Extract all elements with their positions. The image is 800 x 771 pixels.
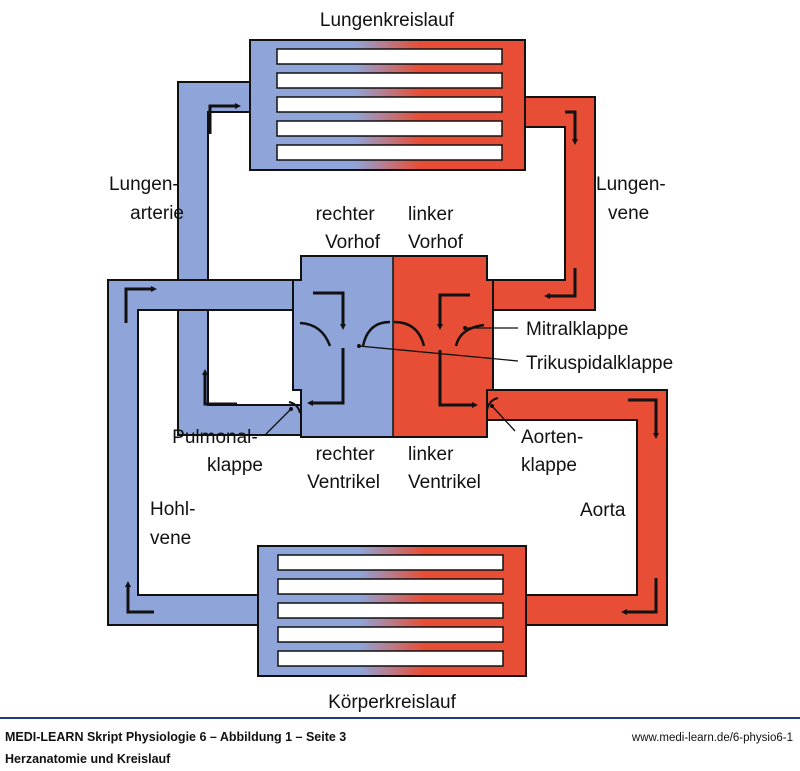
label-left-ventricle: linker Ventrikel	[408, 444, 481, 493]
leader-lines	[265, 327, 519, 435]
label-pulmonary-artery: Lungen- arterie	[109, 174, 184, 224]
right-heart-chamber	[293, 256, 393, 437]
flow-arrow-pulmonary-vein-bottom	[544, 268, 577, 299]
tricuspid-valve-leaflet-left	[299, 321, 332, 347]
vena-cava-vessel	[107, 279, 300, 626]
flow-arrow-pulmonary-artery-bottom	[202, 369, 237, 406]
tricuspid-valve-leader	[358, 345, 519, 362]
label-pulmonary-circulation: Lungenkreislauf	[320, 10, 455, 31]
aortic-valve	[486, 397, 499, 411]
flow-arrow-pulmonary-artery-top	[208, 103, 241, 134]
flow-arrow-right-atrium	[313, 291, 346, 330]
pulmonary-valve-pointer	[289, 407, 293, 411]
label-right-atrium: rechter Vorhof	[316, 204, 381, 253]
flow-arrows	[124, 103, 659, 615]
label-aortic-valve: Aorten- klappe	[521, 427, 589, 476]
pulmonary-vein-vessel	[488, 96, 596, 311]
label-left-atrium: linker Vorhof	[408, 204, 464, 253]
flow-arrow-left-ventricle	[438, 350, 478, 408]
footer-url: www.medi-learn.de/6-physio6-1	[631, 732, 793, 744]
label-systemic-circulation: Körperkreislauf	[328, 692, 456, 713]
left-heart-chamber	[393, 256, 493, 437]
aortic-valve-leader	[491, 405, 516, 432]
mitral-valve-leaflet-right	[454, 323, 485, 347]
footer-title: MEDI-LEARN Skript Physiologie 6 – Abbild…	[5, 730, 346, 744]
flow-arrow-aorta-bottom	[621, 578, 658, 615]
label-vena-cava: Hohl- vene	[150, 499, 201, 549]
tricuspid-valve-pointer	[357, 344, 361, 348]
footer-subtitle: Herzanatomie und Kreislauf	[5, 752, 171, 766]
label-right-ventricle: rechter Ventrikel	[307, 444, 380, 493]
mitral-valve-pointer	[463, 326, 467, 330]
tricuspid-valve-leaflet-right	[361, 320, 391, 347]
label-tricuspid-valve: Trikuspidalklappe	[526, 353, 673, 374]
pulmonary-capillary-bed	[249, 39, 526, 171]
pulmonary-valve-leader	[265, 408, 292, 435]
label-pulmonary-valve: Pulmonal- klappe	[172, 427, 263, 476]
flow-arrow-aorta-top	[628, 398, 659, 439]
mitral-valve-leaflet-left	[393, 320, 426, 347]
label-pulmonary-vein: Lungen- vene	[596, 174, 671, 224]
systemic-capillary-bed	[257, 545, 527, 677]
aorta-vessel	[488, 389, 668, 626]
flow-arrow-vena-cava-bottom	[125, 581, 154, 614]
heart-outline	[292, 255, 494, 438]
label-aorta: Aorta	[580, 500, 626, 521]
flow-arrow-vena-cava-top	[124, 286, 157, 323]
flow-arrow-pulmonary-vein-top	[565, 110, 578, 145]
pulmonary-valve	[288, 401, 301, 414]
label-mitral-valve: Mitralklappe	[526, 319, 628, 340]
flow-arrow-right-ventricle	[307, 348, 345, 406]
aortic-valve-pointer	[490, 404, 494, 408]
heart	[288, 255, 499, 438]
flow-arrow-left-atrium	[437, 293, 470, 330]
pulmonary-artery-vessel	[177, 81, 300, 436]
